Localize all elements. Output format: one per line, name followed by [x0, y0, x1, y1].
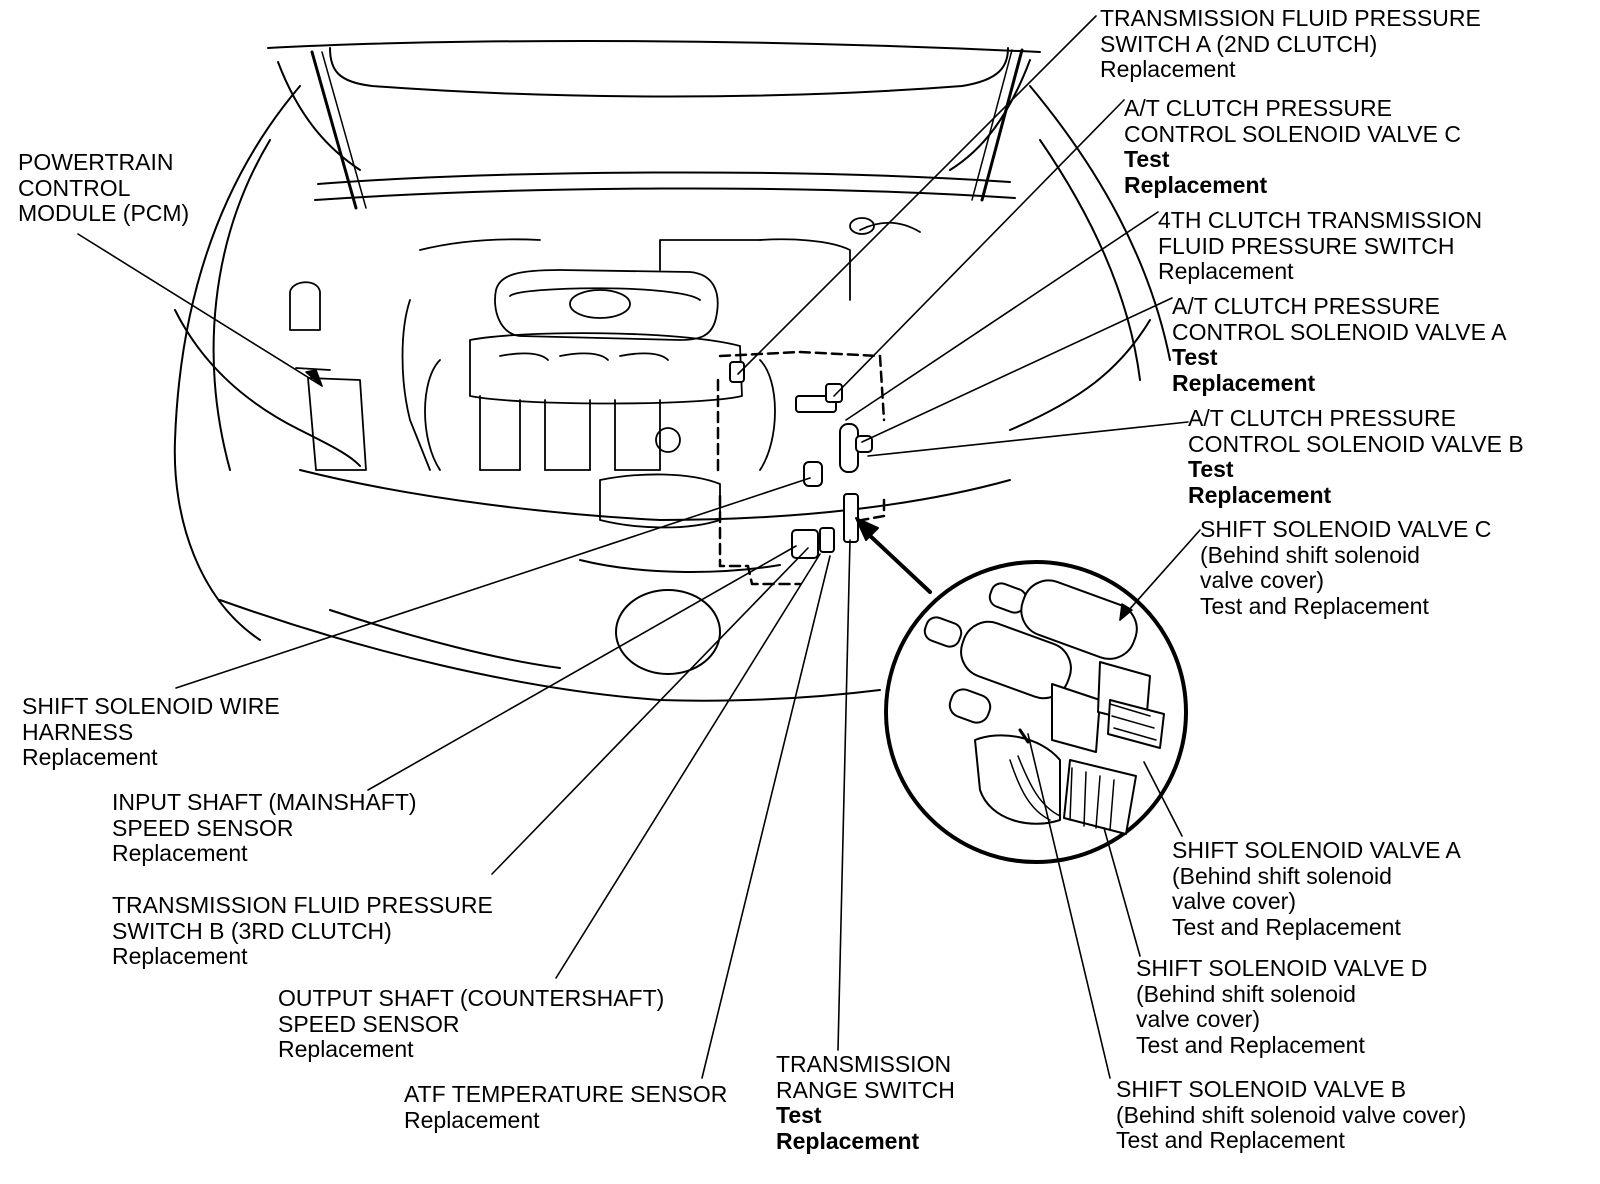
callout-line: Test and Replacement: [1200, 592, 1429, 619]
callout-clutch-solenoid-a: A/T CLUTCH PRESSURE CONTROL SOLENOID VAL…: [1172, 293, 1507, 396]
solenoid-detail-view: [884, 560, 1188, 864]
callout-line: SWITCH B (3RD CLUTCH): [112, 917, 392, 944]
callout-line: CONTROL SOLENOID VALVE B: [1188, 430, 1524, 457]
callout-shift-solenoid-b: SHIFT SOLENOID VALVE B (Behind shift sol…: [1116, 1076, 1467, 1154]
callout-line-bold: Replacement: [1124, 171, 1268, 198]
callout-line-bold: Test: [776, 1102, 822, 1128]
leader-tfp-switch-b: [491, 547, 809, 875]
leader-range-switch: [837, 539, 851, 1051]
callout-tfp-switch-a: TRANSMISSION FLUID PRESSURE SWITCH A (2N…: [1100, 5, 1481, 83]
callout-line: RANGE SWITCH: [776, 1076, 955, 1103]
callout-line: SPEED SENSOR: [112, 814, 294, 841]
callout-shift-solenoid-a: SHIFT SOLENOID VALVE A (Behind shift sol…: [1172, 837, 1461, 940]
callout-line: HARNESS: [22, 718, 134, 745]
leader-shift-solenoid-b: [1027, 733, 1111, 1079]
callout-line-bold: Replacement: [1188, 481, 1332, 508]
callout-line: valve cover): [1136, 1006, 1260, 1032]
callout-shift-solenoid-d: SHIFT SOLENOID VALVE D (Behind shift sol…: [1136, 955, 1428, 1058]
callout-line: (Behind shift solenoid: [1172, 862, 1392, 889]
callout-line: (Behind shift solenoid: [1136, 980, 1356, 1007]
callout-line: MODULE (PCM): [18, 200, 190, 226]
callout-shift-solenoid-harness: SHIFT SOLENOID WIRE HARNESS Replacement: [22, 693, 280, 771]
callout-line: TRANSMISSION FLUID PRESSURE: [1100, 5, 1481, 31]
callout-line: CONTROL SOLENOID VALVE A: [1172, 318, 1507, 345]
callout-line: Replacement: [22, 744, 158, 770]
callout-line: CONTROL SOLENOID VALVE C: [1124, 120, 1461, 147]
callout-line: Replacement: [1100, 56, 1236, 82]
leader-4th-clutch: [845, 211, 1159, 421]
callout-pcm: POWERTRAIN CONTROL MODULE (PCM): [18, 149, 190, 227]
leader-atf-temp: [701, 555, 831, 1079]
callout-line: SWITCH A (2ND CLUTCH): [1100, 30, 1378, 57]
leader-clutch-solenoid-c: [833, 99, 1125, 397]
callout-input-shaft-sensor: INPUT SHAFT (MAINSHAFT) SPEED SENSOR Rep…: [112, 789, 417, 867]
leader-clutch-solenoid-b: [867, 421, 1189, 457]
callout-line: INPUT SHAFT (MAINSHAFT): [112, 789, 417, 815]
callout-shift-solenoid-c: SHIFT SOLENOID VALVE C (Behind shift sol…: [1200, 516, 1492, 619]
callout-line: A/T CLUTCH PRESSURE: [1124, 95, 1392, 121]
callout-tfp-switch-b: TRANSMISSION FLUID PRESSURE SWITCH B (3R…: [112, 892, 493, 970]
callout-line: A/T CLUTCH PRESSURE: [1188, 405, 1456, 431]
callout-line: valve cover): [1200, 567, 1324, 593]
leader-shift-solenoid-d: [1103, 827, 1141, 957]
callout-line: SHIFT SOLENOID WIRE: [22, 693, 280, 719]
callout-atf-temp-sensor: ATF TEMPERATURE SENSOR Replacement: [404, 1081, 728, 1133]
callout-line: Replacement: [112, 943, 248, 969]
callout-line-bold: Test: [1124, 146, 1170, 172]
callout-line: POWERTRAIN: [18, 149, 174, 175]
callout-line: SHIFT SOLENOID VALVE D: [1136, 955, 1428, 981]
callout-line: Replacement: [1158, 258, 1294, 284]
transmission-components: [729, 361, 873, 559]
callout-line: Test and Replacement: [1136, 1031, 1365, 1058]
leader-shift-solenoid-c: [1119, 529, 1201, 621]
transmission-housing: [716, 350, 886, 586]
leader-pcm: [77, 233, 323, 387]
callout-line: TRANSMISSION FLUID PRESSURE: [112, 892, 493, 918]
leader-shift-solenoid-a: [1143, 761, 1183, 837]
callout-line-bold: Replacement: [1172, 369, 1316, 396]
callout-4th-clutch-switch: 4TH CLUTCH TRANSMISSION FLUID PRESSURE S…: [1158, 207, 1483, 285]
callout-line: Replacement: [404, 1106, 540, 1133]
leader-clutch-solenoid-a: [861, 297, 1173, 443]
callout-clutch-solenoid-c: A/T CLUTCH PRESSURE CONTROL SOLENOID VAL…: [1124, 95, 1461, 198]
callout-line: A/T CLUTCH PRESSURE: [1172, 293, 1440, 319]
callout-line: Replacement: [278, 1036, 414, 1062]
engine-block: [401, 217, 921, 529]
callout-line-bold: Test: [1188, 456, 1234, 482]
callout-line: (Behind shift solenoid: [1200, 541, 1420, 568]
callout-line: Test and Replacement: [1116, 1127, 1345, 1153]
detail-arrow: [855, 517, 932, 594]
callout-line: ATF TEMPERATURE SENSOR: [404, 1081, 728, 1107]
callout-line: SHIFT SOLENOID VALVE B: [1116, 1076, 1407, 1102]
callout-line: SHIFT SOLENOID VALVE C: [1200, 516, 1492, 542]
callout-line: Test and Replacement: [1172, 913, 1401, 940]
callout-line: Replacement: [112, 840, 248, 866]
car-body-outline: [173, 40, 1171, 702]
callout-line: CONTROL: [18, 174, 131, 201]
callout-line: (Behind shift solenoid valve cover): [1116, 1101, 1467, 1128]
callout-line-bold: Test: [1172, 344, 1218, 370]
leader-harness: [175, 477, 811, 689]
leader-tfp-switch-a: [737, 15, 1097, 375]
callout-clutch-solenoid-b: A/T CLUTCH PRESSURE CONTROL SOLENOID VAL…: [1188, 405, 1524, 508]
leader-lines: [77, 15, 1201, 1079]
callout-output-shaft-sensor: OUTPUT SHAFT (COUNTERSHAFT) SPEED SENSOR…: [278, 985, 665, 1063]
leader-output-shaft: [555, 553, 821, 979]
callout-line: TRANSMISSION: [776, 1051, 952, 1077]
battery-area: [289, 281, 367, 471]
callout-line-bold: Replacement: [776, 1127, 920, 1154]
callout-line: SPEED SENSOR: [278, 1010, 460, 1037]
callout-line: FLUID PRESSURE SWITCH: [1158, 232, 1455, 259]
leader-input-shaft: [367, 545, 797, 791]
callout-line: 4TH CLUTCH TRANSMISSION: [1158, 207, 1483, 233]
callout-range-switch: TRANSMISSION RANGE SWITCH Test Replaceme…: [776, 1051, 955, 1154]
callout-line: valve cover): [1172, 888, 1296, 914]
callout-line: SHIFT SOLENOID VALVE A: [1172, 837, 1461, 863]
callout-line: OUTPUT SHAFT (COUNTERSHAFT): [278, 985, 665, 1011]
